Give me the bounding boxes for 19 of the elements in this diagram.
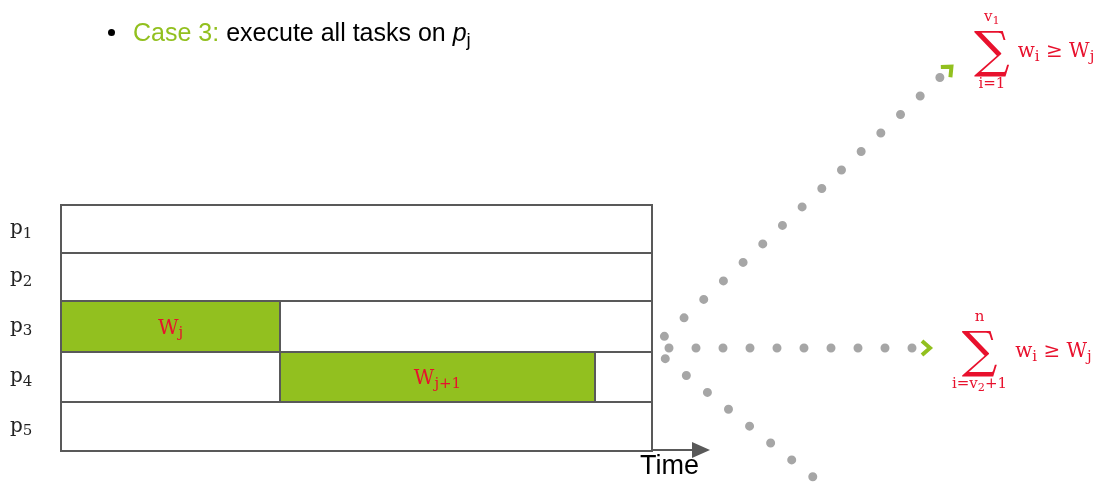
schedule-frame [60, 204, 653, 452]
processor-label: p$_{2}$ [10, 262, 33, 290]
sum-sign: ∑ [961, 324, 998, 376]
sum-upper-limit: n [974, 309, 985, 324]
formula-text: w$_{i}$ ≥ W$_{j}$ [1017, 37, 1095, 65]
processor-label: p$_{1}$ [10, 214, 33, 242]
axis-label: Time [640, 452, 699, 479]
processor-label: p$_{3}$ [10, 311, 33, 340]
sum-lower-limit: i=v$_{2}$+1 [952, 376, 1008, 391]
task-block: W$_{j+1}$ [279, 351, 596, 403]
sum-upper-limit: v$_{1}$ [984, 9, 1000, 24]
case-description: execute all tasks on p$_{j}$ [226, 17, 471, 52]
task-block: W$_{j}$ [60, 300, 281, 353]
sum-sign: ∑ [974, 24, 1010, 76]
processor-label: p$_{5}$ [10, 411, 33, 440]
processor-label: p$_{4}$ [10, 362, 33, 390]
sum-lower-limit: i=1 [978, 76, 1006, 91]
case-heading: Case 3: [133, 17, 220, 48]
formula-text: w$_{i}$ ≥ W$_{j}$ [1015, 337, 1092, 365]
